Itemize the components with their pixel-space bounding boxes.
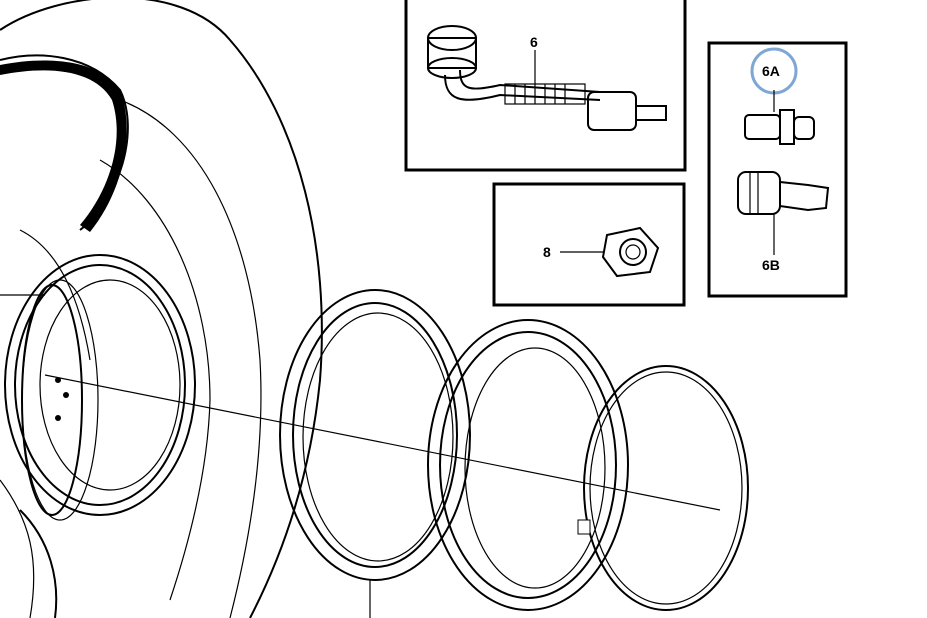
callout-6a: 6A <box>762 63 780 79</box>
callout-8: 8 <box>543 244 551 260</box>
detail-box-valve: 6 <box>404 0 687 172</box>
wheel-rim <box>0 254 196 521</box>
detail-box-nut: 8 <box>492 182 686 307</box>
detail-box-valve-parts: 6A 6B <box>707 41 848 298</box>
callout-6b: 6B <box>762 257 780 273</box>
bead-seat-ring <box>427 319 629 611</box>
assembly-axis-line <box>44 374 721 511</box>
lock-ring <box>279 289 471 618</box>
tire <box>0 0 323 618</box>
o-ring <box>577 365 749 611</box>
callout-6: 6 <box>530 34 538 50</box>
